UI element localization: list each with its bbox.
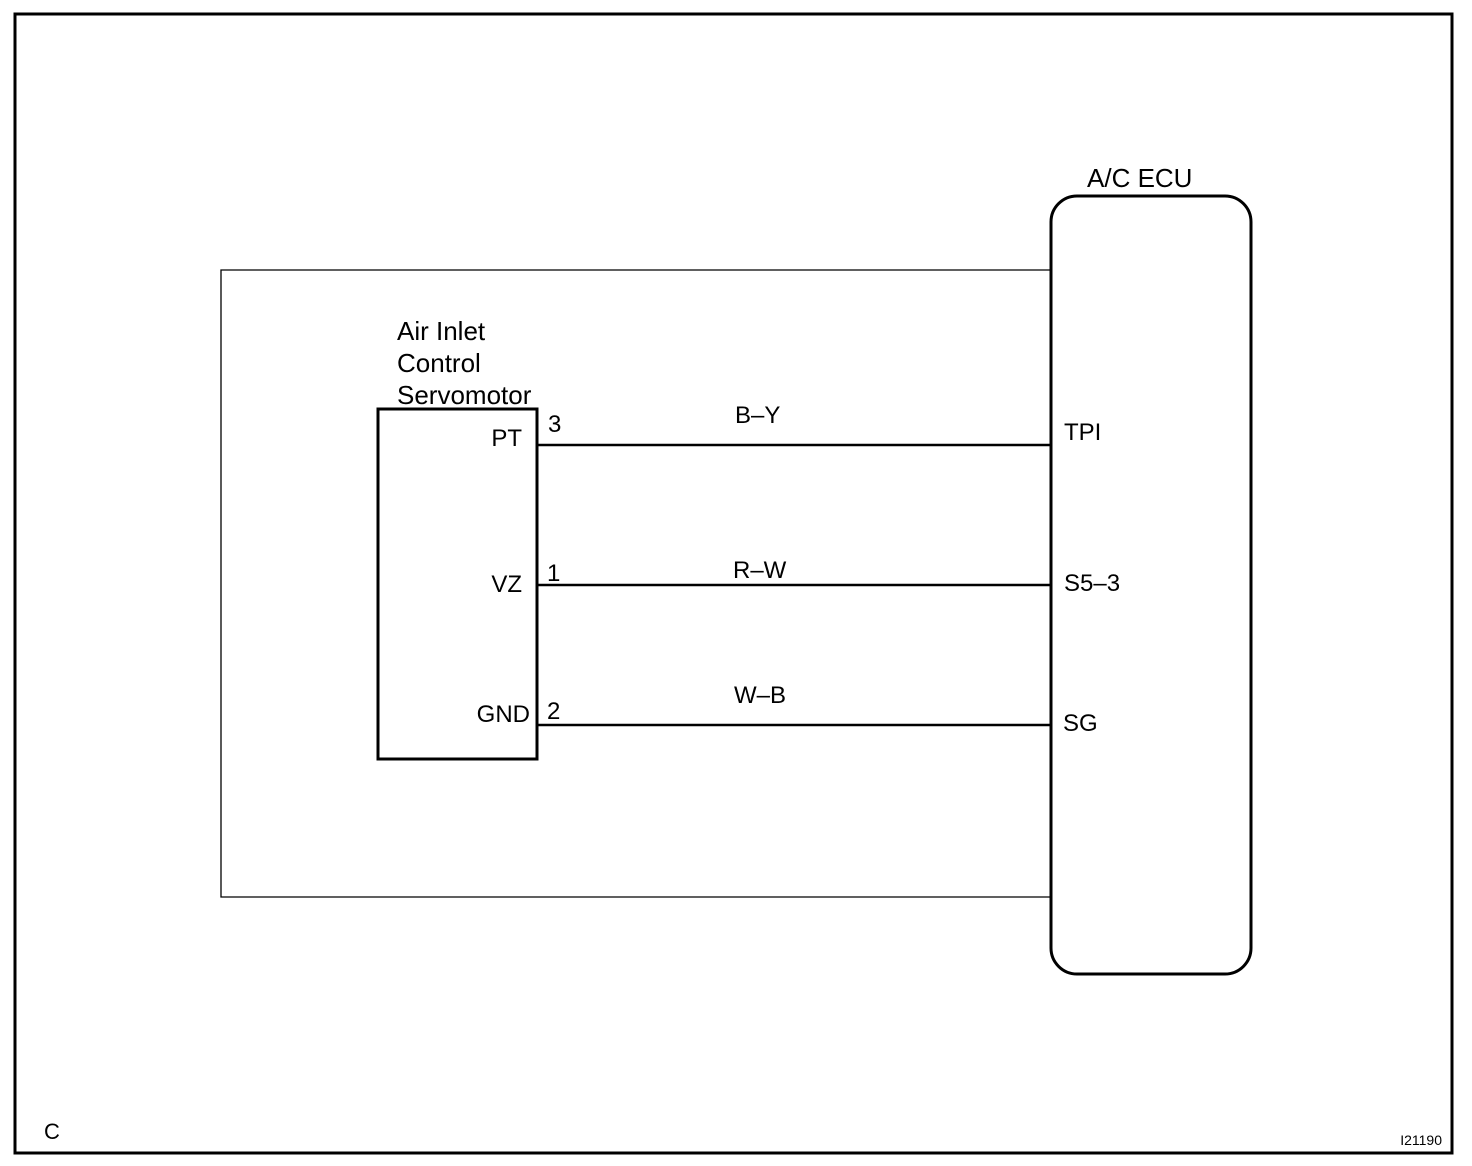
terminal-label-gnd: GND [476,701,530,728]
figure-id: I21190 [1400,1132,1442,1148]
ecu-terminal-tpi: TPI [1064,419,1102,446]
outer-frame [13,12,1454,1155]
ecu-title: A/C ECU [1087,163,1193,193]
servomotor-title-line-1: Air Inlet [397,316,486,346]
wire-color-b-y: B–Y [735,402,781,429]
servomotor-title-line-2: Control [397,348,481,378]
ecu-terminal-sg: SG [1063,710,1098,737]
enclosure-line [220,269,1051,898]
pin-number-1: 1 [547,560,561,587]
terminal-label-pt: PT [491,425,522,452]
ecu-terminal-s5-3: S5–3 [1064,570,1121,597]
pin-number-2: 2 [547,698,561,725]
wire-color-r-w: R–W [733,557,787,584]
terminal-label-vz: VZ [491,571,522,598]
pin-number-3: 3 [548,411,562,438]
wire-color-w-b: W–B [734,682,787,709]
servomotor-title-line-3: Servomotor [397,380,532,410]
corner-letter: C [44,1119,60,1144]
